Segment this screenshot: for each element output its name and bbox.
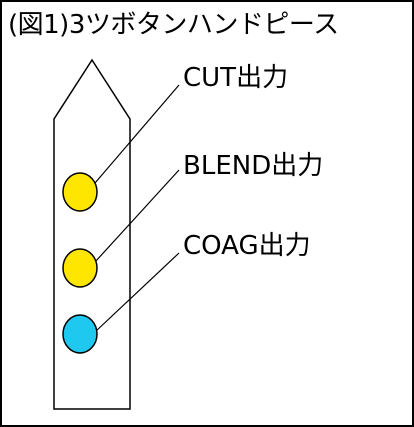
figure-title: (図1)3ツボタンハンドピース [8, 10, 339, 40]
coag-button-circle [62, 314, 98, 354]
blend-button-circle [62, 248, 98, 288]
leader-line-cut [94, 84, 180, 184]
cut-button-circle [62, 172, 98, 212]
cut-output-label: CUT出力 [183, 63, 289, 93]
blend-output-label: BLEND出力 [183, 151, 324, 181]
coag-output-label: COAG出力 [183, 231, 311, 261]
leader-line-coag [94, 252, 180, 333]
handpiece-body [53, 58, 131, 410]
leader-line-blend [94, 169, 180, 263]
